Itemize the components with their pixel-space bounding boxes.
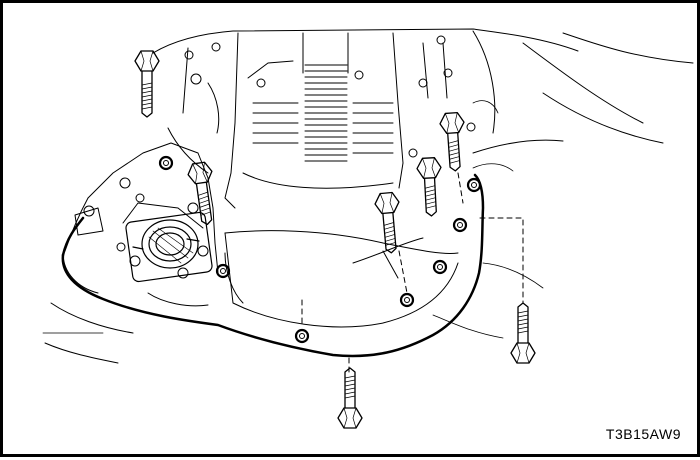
housing-bosses xyxy=(83,177,209,279)
engine-ribs xyxy=(242,64,394,189)
oil-pan-bolt-holes xyxy=(158,155,482,344)
crankshaft-seal xyxy=(125,211,213,283)
technical-drawing xyxy=(42,28,694,429)
bolt-upper-left xyxy=(134,50,160,118)
bolt-lower-right xyxy=(510,302,536,364)
bolt-center xyxy=(374,191,400,254)
bolt-upper-right xyxy=(439,111,465,172)
figure-code: T3B15AW9 xyxy=(605,426,681,442)
bolt-left-mid xyxy=(187,161,213,226)
bolt-lower-center xyxy=(337,367,363,429)
oil-pan-bolt-holes-inner xyxy=(163,160,477,339)
detail-strokes xyxy=(42,100,544,339)
bolt-guide-lines xyxy=(301,172,524,374)
left-housing xyxy=(44,142,219,364)
oil-pan-inner xyxy=(224,230,459,328)
bolt-right-mid xyxy=(416,157,442,217)
oil-pan-outline xyxy=(61,173,485,358)
engine-block-outline xyxy=(152,28,694,209)
engine-bosses xyxy=(184,35,476,158)
